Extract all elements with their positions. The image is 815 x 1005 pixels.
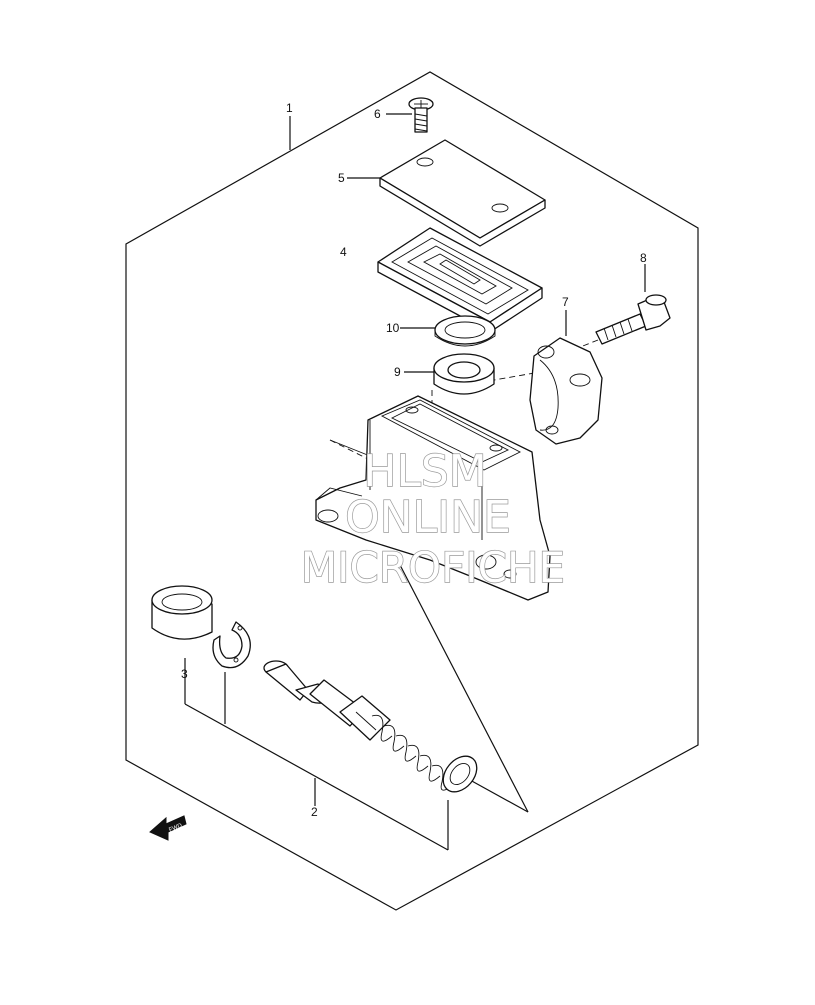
callout-10: 10	[386, 321, 400, 335]
watermark-line1: HLSM	[363, 446, 487, 497]
callout-6: 6	[374, 107, 381, 121]
part-boot	[433, 353, 495, 395]
fwd-label: FWD	[168, 823, 184, 834]
part-master-cylinder-body	[315, 395, 551, 601]
callout-8: 8	[640, 251, 647, 265]
callout-1: 1	[286, 101, 293, 115]
callout-9: 9	[394, 365, 401, 379]
part-reservoir-cap	[379, 139, 546, 247]
assembly-boundary	[125, 71, 699, 911]
part-cup	[151, 585, 213, 640]
callout-7: 7	[562, 295, 569, 309]
callout-4: 4	[340, 245, 347, 259]
watermark-line3: MICROFICHE	[301, 543, 565, 592]
part-holder	[529, 337, 603, 445]
callout-3: 3	[181, 667, 188, 681]
fwd-arrow-icon: FWD	[149, 815, 187, 841]
spring	[371, 714, 453, 791]
callout-2: 2	[311, 805, 318, 819]
part-plate	[434, 315, 496, 347]
watermark: HLSM ONLINE MICROFICHE	[300, 445, 566, 592]
part-bolt	[595, 294, 671, 345]
part-piston-set	[263, 660, 478, 793]
callout-5: 5	[338, 171, 345, 185]
part-circlip	[212, 621, 251, 669]
part-screw	[408, 97, 434, 133]
watermark-line2: ONLINE	[345, 492, 511, 543]
